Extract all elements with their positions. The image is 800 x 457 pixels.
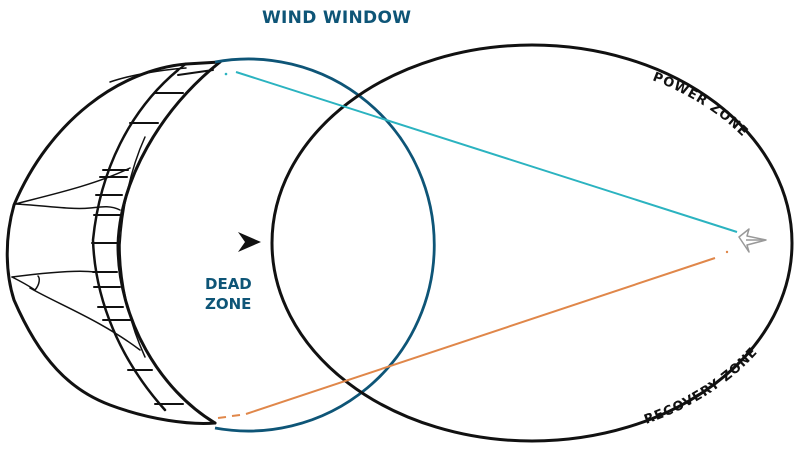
dead-zone-line2: ZONE: [205, 295, 252, 313]
diagram-title: WIND WINDOW: [262, 8, 412, 28]
power-line: [224, 71, 738, 233]
power-zone-label: POWER ZONE: [651, 70, 751, 140]
recovery-zone-label: RECOVERY ZONE: [642, 345, 761, 428]
wind-window-circle: [214, 57, 436, 433]
rider-arrow-icon: [738, 228, 767, 253]
kite-drawing: [5, 60, 222, 425]
dead-zone-label: DEAD ZONE: [205, 274, 252, 314]
recovery-line: [217, 250, 729, 419]
dead-zone-line1: DEAD: [205, 275, 252, 293]
wind-arrow-icon: [238, 232, 261, 252]
power-zone-ellipse: [270, 43, 794, 443]
